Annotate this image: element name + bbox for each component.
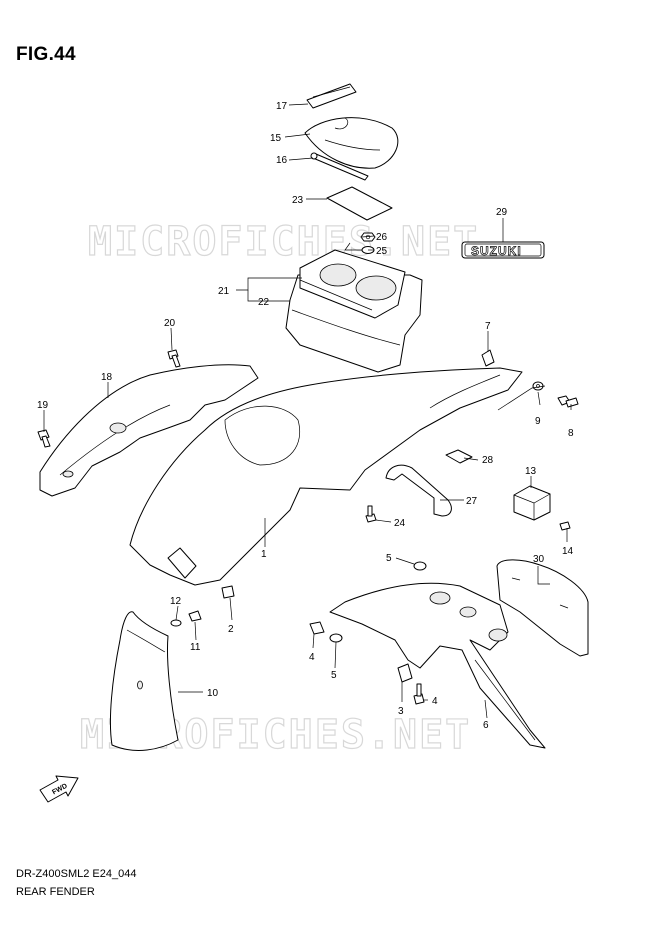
part-7-clip <box>481 349 495 367</box>
leader-lines <box>43 103 572 719</box>
callout-13: 13 <box>525 466 537 477</box>
callout-12: 12 <box>170 596 182 607</box>
part-29-emblem: SUZUKI <box>461 241 545 259</box>
part-4-bolt-lower <box>413 683 425 705</box>
part-14-screw <box>559 521 571 531</box>
callout-4-lower: 4 <box>432 696 438 707</box>
callout-2: 2 <box>228 624 234 635</box>
callout-27: 27 <box>466 496 478 507</box>
callout-30: 30 <box>533 554 545 565</box>
callout-19: 19 <box>37 400 49 411</box>
part-26-nut <box>360 232 376 242</box>
part-10-mud-flap <box>109 611 179 751</box>
part-1-rear-fender <box>129 367 523 586</box>
callout-22: 22 <box>258 297 270 308</box>
part-21-battery-case <box>299 249 406 319</box>
part-13-relay <box>513 485 551 521</box>
callout-17: 17 <box>276 101 288 112</box>
callout-5-lower: 5 <box>331 670 337 681</box>
part-6-license-bracket <box>329 582 546 749</box>
part-30-plate <box>496 559 589 657</box>
part-27-handle <box>385 464 452 517</box>
callout-21: 21 <box>218 286 230 297</box>
part-8-bolt <box>557 395 579 408</box>
callout-24: 24 <box>394 518 406 529</box>
callout-8: 8 <box>568 428 574 439</box>
callout-28: 28 <box>482 455 494 466</box>
callout-14: 14 <box>562 546 574 557</box>
callout-1: 1 <box>261 549 267 560</box>
part-12-washer <box>170 619 182 627</box>
callout-20: 20 <box>164 318 176 329</box>
callout-25: 25 <box>376 246 388 257</box>
fwd-arrow-icon: FWD <box>39 775 79 803</box>
part-23-pad <box>326 186 393 221</box>
callout-10: 10 <box>207 688 219 699</box>
part-17-strap <box>306 83 357 109</box>
callout-11: 11 <box>190 642 201 653</box>
part-28-pad <box>445 449 473 464</box>
part-4-bolt-left <box>309 621 325 635</box>
part-19-bolt <box>37 429 51 448</box>
part-18-side-cover <box>39 364 259 497</box>
part-24-bolt <box>365 505 377 523</box>
figure-title: FIG.44 <box>16 44 76 65</box>
callout-9: 9 <box>535 416 541 427</box>
part-2-bolt <box>221 585 235 599</box>
callout-6: 6 <box>483 720 489 731</box>
figure-code: DR-Z400SML2 E24_044 <box>16 868 137 880</box>
callout-4-left: 4 <box>309 652 315 663</box>
callout-18: 18 <box>101 372 113 383</box>
part-15-tool-bag <box>304 117 399 169</box>
part-5-collar-upper <box>413 561 427 571</box>
part-16-tool <box>310 152 369 181</box>
callout-3: 3 <box>398 706 404 717</box>
callout-labels: 17 15 16 23 26 25 29 21 22 20 18 19 7 9 … <box>37 101 574 731</box>
callout-16: 16 <box>276 155 288 166</box>
callout-7: 7 <box>485 321 491 332</box>
figure-name: REAR FENDER <box>16 886 95 898</box>
watermark-top: MICROFICHES.NET <box>88 219 479 265</box>
callout-5-upper: 5 <box>386 553 392 564</box>
emblem-text: SUZUKI <box>471 244 522 258</box>
part-9-washer <box>532 381 544 391</box>
part-20-bolt <box>167 349 181 368</box>
callout-23: 23 <box>292 195 304 206</box>
callout-29: 29 <box>496 207 508 218</box>
callout-26: 26 <box>376 232 388 243</box>
callout-15: 15 <box>270 133 282 144</box>
part-3-clip <box>397 663 413 683</box>
part-11-bolt <box>188 610 202 622</box>
part-5-collar-lower <box>329 633 343 643</box>
